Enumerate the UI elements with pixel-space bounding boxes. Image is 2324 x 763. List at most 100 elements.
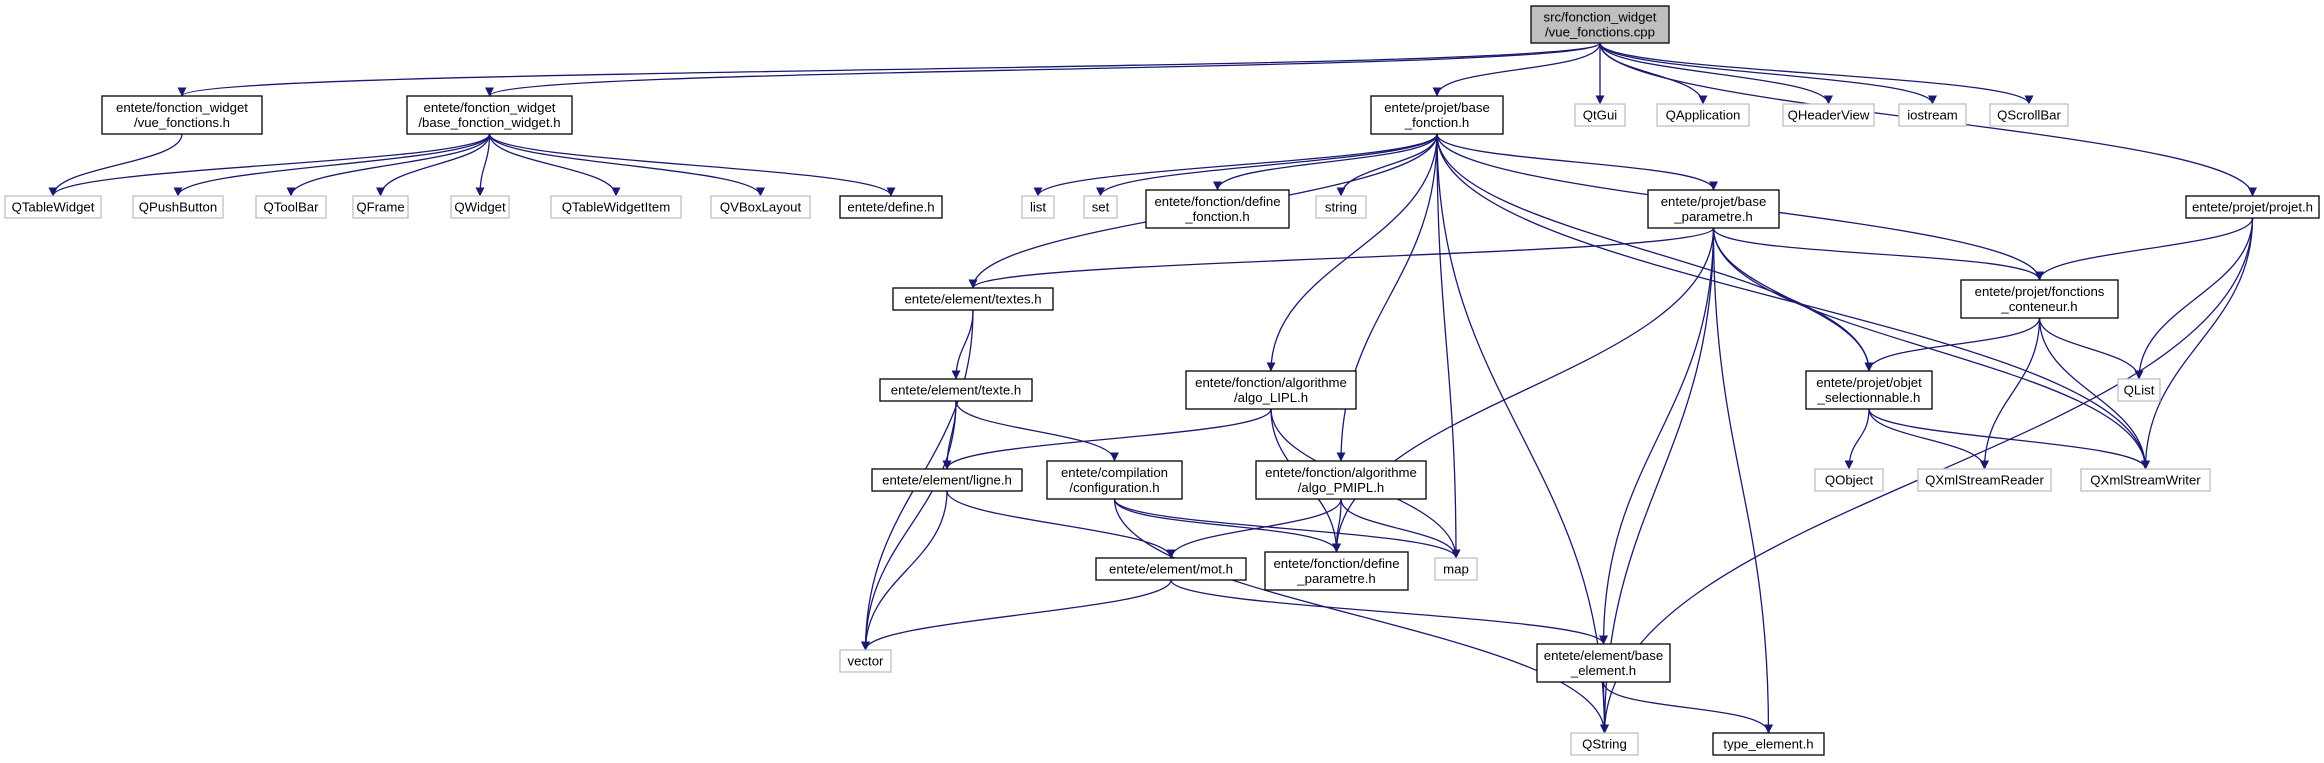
node-iostream: iostream	[1898, 103, 1967, 127]
node-QString: QString	[1570, 732, 1639, 756]
edge-ligne_h-to-vector	[861, 490, 948, 651]
node-projet-h[interactable]: entete/projet/projet.h	[2185, 195, 2320, 219]
node-QToolBar: QToolBar	[255, 195, 327, 219]
edge-fonctions_conteneur_h-to-QXmlStreamWriter	[2038, 317, 2150, 470]
node-box	[1712, 732, 1825, 756]
edge-root-to-base_fonction_widget_h	[485, 42, 1601, 97]
node-label: _selectionnable.h	[1817, 390, 1921, 405]
edge-configuration_h-to-QString	[1113, 498, 1609, 734]
edge-base_fonction_h-to-set	[1096, 133, 1438, 197]
node-box	[1095, 557, 1247, 581]
node-label: QHeaderView	[1788, 108, 1870, 123]
edge-root-to-QHeaderView	[1599, 42, 1833, 105]
edge-base_parametre_h-to-define_parametre_h	[1332, 227, 1715, 553]
node-box	[1536, 643, 1671, 683]
node-list: list	[1021, 195, 1055, 219]
node-QXmlStreamReader: QXmlStreamReader	[1917, 468, 2052, 492]
node-define-parametre-h[interactable]: entete/fonction/define_parametre.h	[1264, 551, 1409, 591]
edge-base_fonction_h-to-base_parametre_h	[1436, 133, 1718, 191]
node-label: QTableWidgetItem	[562, 200, 670, 215]
node-QApplication: QApplication	[1656, 103, 1750, 127]
edge-projet_h-to-QList	[2134, 217, 2254, 380]
node-label: src/fonction_widget	[1544, 10, 1657, 25]
node-box	[2080, 468, 2211, 492]
node-label: /algo_LIPL.h	[1234, 390, 1308, 405]
node-textes-h[interactable]: entete/element/textes.h	[892, 287, 1054, 311]
node-label: QApplication	[1666, 108, 1741, 123]
edge-base_fonction_widget_h-to-QPushButton	[173, 133, 491, 197]
node-QtGui: QtGui	[1574, 103, 1626, 127]
node-QList: QList	[2117, 378, 2161, 402]
node-box	[1083, 195, 1118, 219]
node-QScrollBar: QScrollBar	[1989, 103, 2069, 127]
edge-vue_fonctions_h-to-QTableWidget	[48, 133, 183, 197]
node-box	[132, 195, 224, 219]
node-box	[1898, 103, 1967, 127]
node-box	[1046, 460, 1183, 500]
node-box	[1805, 370, 1933, 410]
edge-fonctions_conteneur_h-to-QList	[2038, 317, 2144, 380]
node-root[interactable]: src/fonction_widget/vue_fonctions.cpp	[1530, 5, 1670, 44]
node-box	[1574, 103, 1626, 127]
node-algo-PMIPL-h[interactable]: entete/fonction/algorithme/algo_PMIPL.h	[1255, 460, 1427, 500]
node-box	[839, 649, 892, 673]
node-base-element-h[interactable]: entete/element/base_element.h	[1536, 643, 1671, 683]
node-box	[1656, 103, 1750, 127]
node-box	[1814, 468, 1884, 492]
node-box	[450, 195, 510, 219]
node-box	[1264, 551, 1409, 591]
node-box	[255, 195, 327, 219]
node-label: entete/fonction/define	[1273, 556, 1399, 571]
node-label: QScrollBar	[1997, 108, 2061, 123]
node-define-fonction-h[interactable]: entete/fonction/define_fonction.h	[1145, 189, 1290, 229]
node-define-h[interactable]: entete/define.h	[839, 195, 943, 219]
edge-base_fonction_h-to-objet_selectionnable_h	[1436, 133, 1874, 372]
node-box	[101, 95, 263, 135]
edge-projet_h-to-fonctions_conteneur_h	[2035, 217, 2254, 281]
node-box	[1917, 468, 2052, 492]
node-base-parametre-h[interactable]: entete/projet/base_parametre.h	[1647, 189, 1780, 229]
node-QObject: QObject	[1814, 468, 1884, 492]
edge-base_fonction_h-to-QString	[1436, 133, 1609, 734]
edge-projet_h-to-QXmlStreamWriter	[2141, 217, 2254, 470]
node-box	[550, 195, 682, 219]
node-mot-h[interactable]: entete/element/mot.h	[1095, 557, 1247, 581]
edge-base_parametre_h-to-base_element_h	[1599, 227, 1715, 645]
edge-base_fonction_widget_h-to-QWidget	[475, 133, 491, 197]
node-configuration-h[interactable]: entete/compilation/configuration.h	[1046, 460, 1183, 500]
node-algo-LIPL-h[interactable]: entete/fonction/algorithme/algo_LIPL.h	[1185, 370, 1357, 410]
edge-root-to-base_fonction_h	[1432, 42, 1601, 97]
node-box	[1434, 557, 1478, 581]
node-box	[2117, 378, 2161, 402]
node-label: entete/element/ligne.h	[882, 473, 1012, 488]
edge-objet_selectionnable_h-to-QObject	[1844, 408, 1870, 470]
node-type-element-h[interactable]: type_element.h	[1712, 732, 1825, 756]
node-base-fonction-h[interactable]: entete/projet/base_fonction.h	[1370, 95, 1504, 135]
edge-base_element_h-to-type_element_h	[1602, 681, 1773, 734]
node-box	[1145, 189, 1290, 229]
node-label: /base_fonction_widget.h	[418, 115, 560, 130]
node-label: string	[1325, 200, 1357, 215]
node-box	[710, 195, 811, 219]
node-label: entete/projet/fonctions	[1975, 284, 2105, 299]
node-label: QXmlStreamWriter	[2090, 473, 2201, 488]
edge-objet_selectionnable_h-to-QXmlStreamReader	[1868, 408, 1989, 470]
edge-ligne_h-to-mot_h	[946, 490, 1176, 559]
node-label: QWidget	[454, 200, 506, 215]
edge-mot_h-to-vector	[861, 579, 1172, 651]
node-label: QXmlStreamReader	[1925, 473, 2044, 488]
edge-base_fonction_widget_h-to-QTableWidget	[48, 133, 491, 197]
node-objet-selectionnable-h[interactable]: entete/projet/objet_selectionnable.h	[1805, 370, 1933, 410]
node-box	[892, 287, 1054, 311]
node-label: _parametre.h	[1296, 571, 1375, 586]
node-base-fonction-widget-h[interactable]: entete/fonction_widget/base_fonction_wid…	[406, 95, 573, 135]
node-texte-h[interactable]: entete/element/texte.h	[879, 378, 1033, 402]
node-label: entete/fonction_widget	[116, 100, 248, 115]
node-fonctions-conteneur-h[interactable]: entete/projet/fonctions_conteneur.h	[1960, 279, 2119, 319]
node-label: _fonction.h	[1184, 209, 1250, 224]
edge-base_parametre_h-to-objet_selectionnable_h	[1712, 227, 1874, 372]
edge-base_fonction_widget_h-to-QFrame	[376, 133, 491, 197]
node-vue-fonctions-h[interactable]: entete/fonction_widget/vue_fonctions.h	[101, 95, 263, 135]
node-ligne-h[interactable]: entete/element/ligne.h	[871, 468, 1023, 492]
